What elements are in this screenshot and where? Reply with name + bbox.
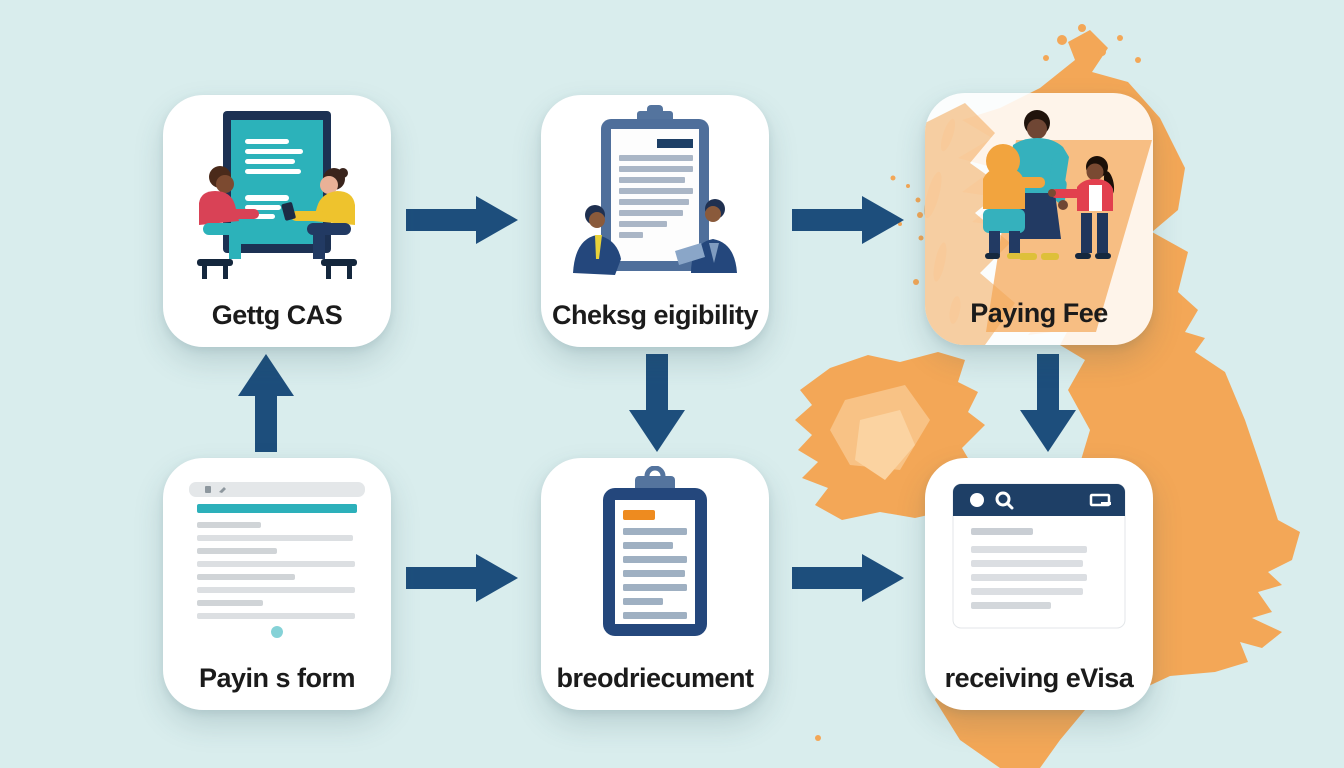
browser-dot-icon bbox=[970, 493, 984, 507]
arrow-form-to-documents bbox=[406, 554, 518, 602]
child-figure bbox=[1048, 156, 1115, 259]
step-card-filling-form: Payin s form bbox=[163, 458, 391, 710]
step-card-paying-fee: Paying Fee bbox=[925, 93, 1153, 345]
applicant-figure bbox=[197, 166, 259, 279]
officer-right-figure bbox=[675, 199, 737, 273]
step-label-checking-eligibility: Cheksg eigibility bbox=[551, 300, 759, 330]
arrow-form-to-cas bbox=[238, 354, 294, 452]
step-label-filling-form: Payin s form bbox=[198, 663, 356, 693]
step-label-paying-fee: Paying Fee bbox=[970, 298, 1108, 328]
step-label-getting-cas: Gettg CAS bbox=[211, 300, 343, 330]
officer-left-figure bbox=[573, 205, 621, 275]
family-group-icon bbox=[983, 110, 1115, 260]
clipboard bbox=[601, 105, 709, 271]
arrow-fee-to-evisa bbox=[1020, 354, 1076, 452]
search-icon bbox=[995, 491, 1014, 510]
arrow-cas-to-eligibility bbox=[406, 196, 518, 244]
advising-session-icon bbox=[197, 111, 357, 279]
form-lines bbox=[197, 522, 355, 619]
step-card-receiving-evisa: receiving eVisa bbox=[925, 458, 1153, 710]
document-orange-tag bbox=[623, 510, 655, 520]
window-icon bbox=[1089, 493, 1111, 507]
arrow-documents-to-evisa bbox=[792, 554, 904, 602]
form-header-bar bbox=[189, 482, 365, 497]
form-header-glyphs bbox=[205, 486, 226, 493]
form-title-bar bbox=[197, 504, 357, 513]
step-label-receiving-evisa: receiving eVisa bbox=[944, 663, 1134, 693]
page-lines bbox=[971, 528, 1087, 609]
browser-window-icon bbox=[952, 483, 1126, 629]
document-lines bbox=[623, 528, 687, 619]
form-progress-dot bbox=[271, 626, 283, 638]
arrow-eligibility-to-documents bbox=[629, 354, 685, 452]
browser-header-bar bbox=[953, 484, 1125, 516]
advisor-figure bbox=[281, 168, 357, 279]
step-card-getting-cas: Gettg CAS bbox=[163, 95, 391, 347]
orange-figure bbox=[983, 144, 1045, 259]
step-label-providing-documents: breodriecument bbox=[556, 663, 754, 693]
clipboard-review-icon bbox=[573, 105, 737, 275]
web-form-icon bbox=[189, 482, 365, 638]
document-clipboard-icon bbox=[603, 466, 707, 636]
step-card-checking-eligibility: Cheksg eigibility bbox=[541, 95, 769, 347]
arrow-eligibility-to-fee bbox=[792, 196, 904, 244]
step-card-providing-documents: breodriecument bbox=[541, 458, 769, 710]
